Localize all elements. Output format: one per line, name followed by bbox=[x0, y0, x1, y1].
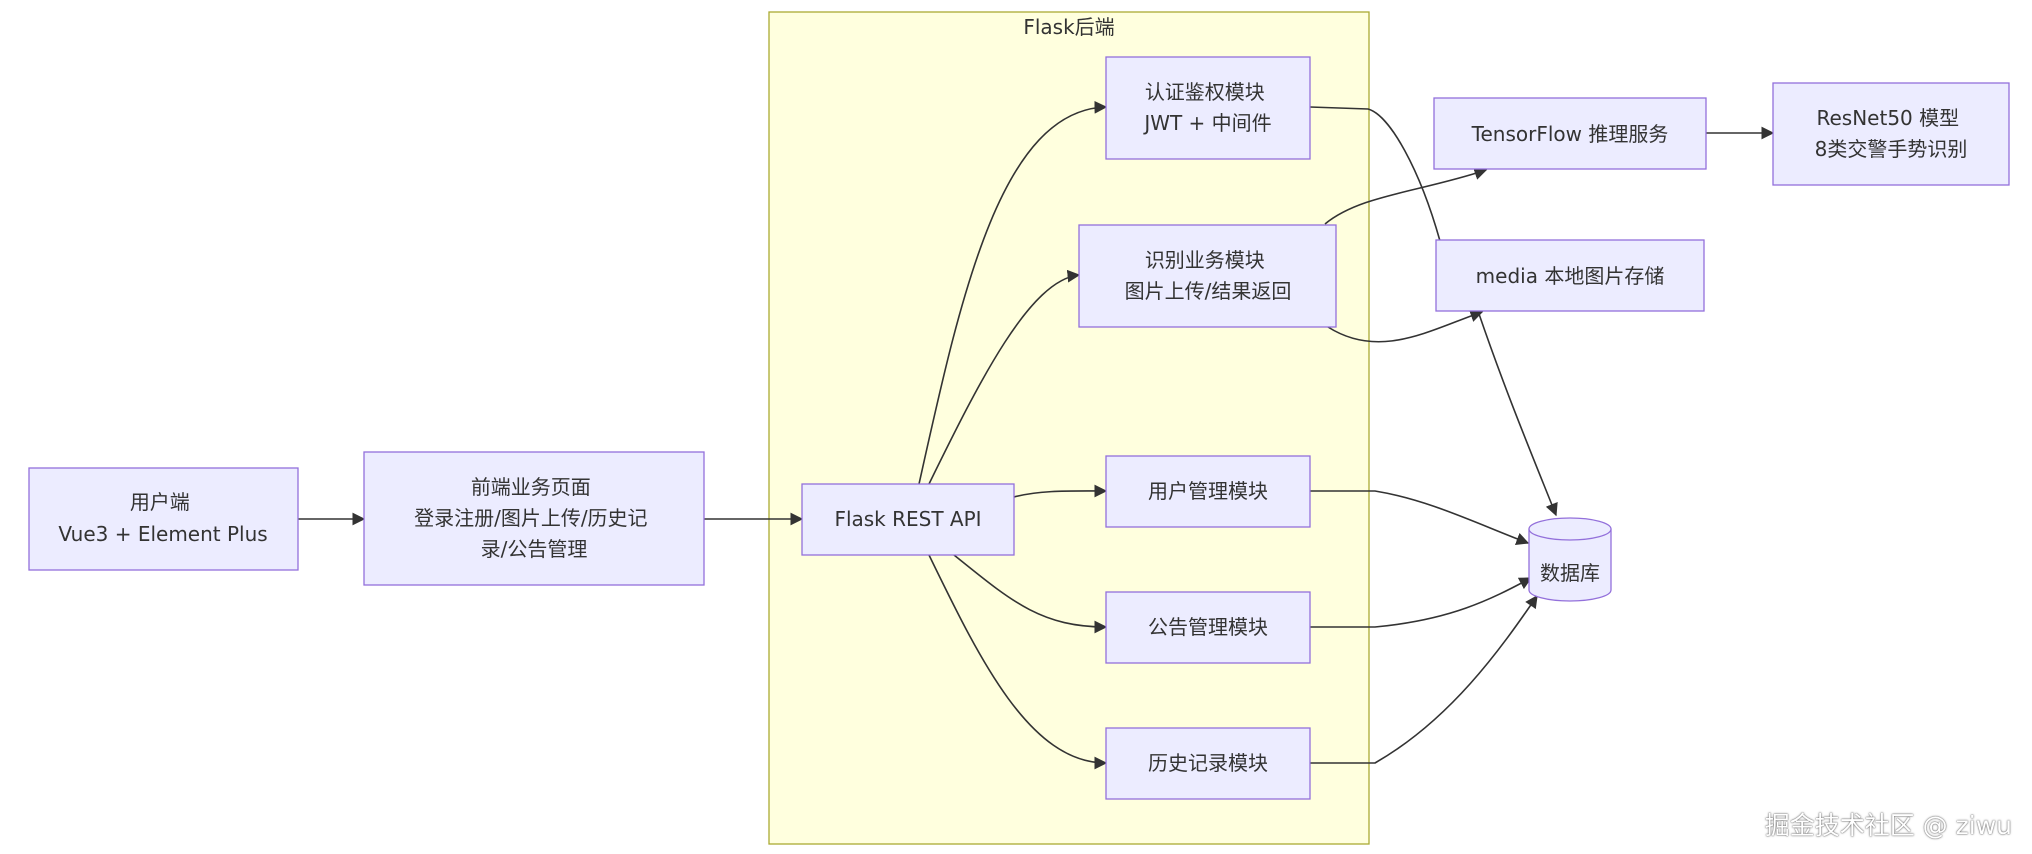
edge-history-database bbox=[1310, 594, 1538, 764]
node-database-line-1: 数据库 bbox=[1540, 561, 1600, 585]
node-history-line-1: 历史记录模块 bbox=[1148, 751, 1268, 775]
node-client: 用户端 Vue3 + Element Plus bbox=[28, 467, 299, 571]
node-notices: 公告管理模块 bbox=[1105, 591, 1311, 664]
edge-api-users bbox=[1013, 484, 1108, 498]
node-users-line-1: 用户管理模块 bbox=[1148, 479, 1268, 503]
node-notices-line-1: 公告管理模块 bbox=[1148, 615, 1268, 639]
node-users-label: 用户管理模块 bbox=[1148, 479, 1268, 503]
edge-auth-database bbox=[1309, 106, 1441, 242]
edge-api-auth bbox=[918, 100, 1108, 485]
watermark: 掘金技术社区 @ ziwu bbox=[1764, 811, 2012, 840]
node-recognize-label: 识别业务模块 图片上传/结果返回 bbox=[1125, 248, 1292, 303]
node-history-label: 历史记录模块 bbox=[1148, 751, 1268, 775]
node-api-label: Flask REST API bbox=[834, 507, 981, 531]
node-media-line-1: media 本地图片存储 bbox=[1476, 264, 1665, 288]
node-users: 用户管理模块 bbox=[1105, 455, 1311, 528]
edge-api-recognize bbox=[928, 269, 1081, 485]
node-client-line-2: Vue3 + Element Plus bbox=[58, 522, 267, 546]
node-tensorflow: TensorFlow 推理服务 bbox=[1433, 97, 1707, 170]
node-auth-label: 认证鉴权模块 JWT + 中间件 bbox=[1142, 80, 1271, 135]
node-api: Flask REST API bbox=[801, 483, 1015, 556]
edge-api-notices bbox=[953, 554, 1108, 634]
edge-api-history bbox=[928, 554, 1108, 770]
node-notices-label: 公告管理模块 bbox=[1148, 615, 1268, 639]
edge-recognize-media bbox=[1327, 309, 1484, 343]
node-auth-line-2: JWT + 中间件 bbox=[1142, 111, 1271, 135]
node-recognize-line-2: 图片上传/结果返回 bbox=[1125, 279, 1292, 303]
node-media: media 本地图片存储 bbox=[1435, 239, 1705, 312]
node-api-line-1: Flask REST API bbox=[834, 507, 981, 531]
node-client-line-1: 用户端 bbox=[130, 490, 190, 514]
cluster-title: Flask后端 bbox=[1023, 15, 1114, 39]
node-resnet-label: ResNet50 模型 8类交警手势识别 bbox=[1815, 106, 1968, 161]
edge-users-database bbox=[1310, 490, 1530, 545]
database-cylinder-top bbox=[1528, 517, 1612, 541]
edges bbox=[298, 100, 1775, 770]
node-resnet-line-1: ResNet50 模型 bbox=[1817, 106, 1960, 130]
node-frontend: 前端业务页面 登录注册/图片上传/历史记 录/公告管理 bbox=[363, 451, 705, 586]
node-frontend-line-3: 录/公告管理 bbox=[481, 537, 588, 561]
node-frontend-label: 前端业务页面 登录注册/图片上传/历史记 录/公告管理 bbox=[414, 475, 654, 561]
node-database: 数据库 bbox=[1528, 517, 1612, 602]
edge-recognize-tensorflow bbox=[1324, 167, 1488, 225]
node-database-label: 数据库 bbox=[1540, 561, 1600, 585]
node-resnet: ResNet50 模型 8类交警手势识别 bbox=[1772, 82, 2010, 186]
node-tensorflow-line-1: TensorFlow 推理服务 bbox=[1471, 122, 1669, 146]
edge-notices-database bbox=[1310, 577, 1533, 628]
node-auth: 认证鉴权模块 JWT + 中间件 bbox=[1105, 56, 1311, 160]
node-auth-line-1: 认证鉴权模块 bbox=[1145, 80, 1265, 104]
node-frontend-line-2: 登录注册/图片上传/历史记 bbox=[414, 506, 647, 530]
node-client-label: 用户端 Vue3 + Element Plus bbox=[58, 490, 267, 546]
node-recognize-line-1: 识别业务模块 bbox=[1145, 248, 1265, 272]
node-frontend-line-1: 前端业务页面 bbox=[471, 475, 591, 499]
node-media-label: media 本地图片存储 bbox=[1476, 264, 1665, 288]
node-recognize: 识别业务模块 图片上传/结果返回 bbox=[1078, 224, 1337, 328]
database-cylinder-body bbox=[1528, 529, 1612, 602]
node-history: 历史记录模块 bbox=[1105, 727, 1311, 800]
edge-media-database bbox=[1477, 310, 1558, 517]
node-resnet-line-2: 8类交警手势识别 bbox=[1815, 137, 1968, 161]
node-tensorflow-label: TensorFlow 推理服务 bbox=[1471, 122, 1669, 146]
